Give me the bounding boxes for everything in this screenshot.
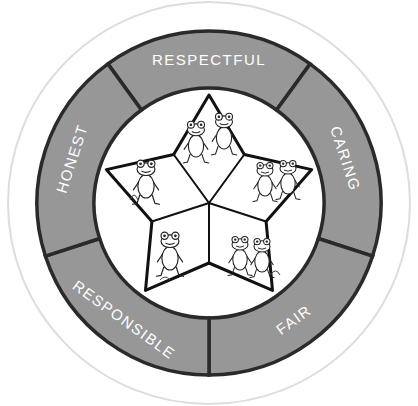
frog-figure: [276, 160, 300, 199]
frog-figure: [228, 236, 252, 275]
segment-label: FAIR: [273, 302, 314, 337]
segment-band: [45, 239, 209, 375]
segment-label: RESPONSIBLE: [70, 277, 178, 361]
segment-band: [277, 64, 381, 256]
star-outline: [106, 95, 311, 290]
frog-figure: [157, 232, 184, 276]
frog-figure: [211, 113, 237, 155]
segment-band: [37, 64, 141, 256]
outer-rim: [8, 2, 410, 404]
segment-label: RESPECTFUL: [152, 52, 266, 67]
inner-disc: [94, 88, 324, 318]
segment-label: HONEST: [54, 122, 90, 195]
frog-figure: [250, 238, 274, 277]
frog-figure: [183, 121, 209, 163]
segment-band: [209, 239, 373, 375]
segment-label: CARING: [328, 124, 363, 193]
segment-band: [108, 31, 310, 110]
grass-sketch: [130, 195, 280, 280]
frog-figure: [253, 162, 277, 201]
